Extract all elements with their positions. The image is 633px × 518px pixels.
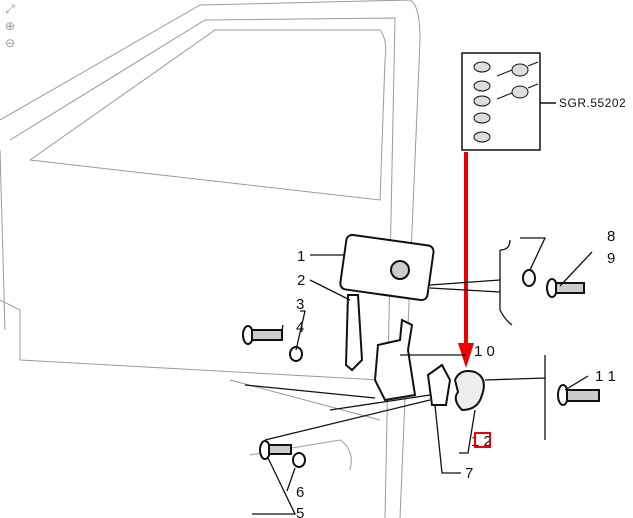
zoom-in-icon[interactable]: ⊕: [4, 19, 16, 33]
callout-2: 2: [297, 272, 305, 289]
callout-4: 4: [296, 319, 304, 336]
door-outline: [0, 0, 421, 518]
washer-6: [292, 452, 306, 468]
kit-reference-label: SGR.55202: [559, 96, 626, 110]
zoom-out-icon[interactable]: ⊖: [4, 36, 16, 50]
part-striker: [453, 370, 485, 412]
screw-9: [546, 278, 585, 298]
callout-10: 1 0: [474, 343, 495, 360]
callout-3: 3: [296, 296, 304, 313]
part-latch: [373, 318, 417, 402]
callout-8: 8: [607, 228, 615, 245]
part-lock-housing: [339, 233, 435, 302]
callout-6: 6: [296, 484, 304, 501]
screw-4: [242, 325, 283, 345]
washer-3: [289, 346, 303, 362]
viewer-toolbar: ⤢ ⊕ ⊖: [3, 2, 19, 53]
callout-9: 9: [607, 250, 615, 267]
kit-box: SGR.55202: [461, 52, 626, 151]
callout-12-highlight: [474, 432, 491, 448]
callout-labels: 1 2 3 4 5 6 7 8 9 1 0 1 1 1 2: [296, 228, 616, 518]
part-plate: [426, 363, 452, 406]
part-rod: [344, 294, 364, 372]
parts: [242, 233, 600, 468]
callout-1: 1: [297, 248, 305, 265]
screw-5: [259, 440, 292, 460]
washer-8: [522, 269, 536, 287]
fit-to-screen-icon[interactable]: ⤢: [5, 2, 15, 16]
callout-11: 1 1: [595, 368, 616, 385]
screw-11: [557, 384, 600, 406]
callout-5: 5: [296, 505, 304, 518]
leader-lines: [244, 237, 593, 515]
red-arrow: [458, 152, 474, 368]
callout-7: 7: [465, 465, 473, 482]
callout-12[interactable]: 1 2: [471, 433, 492, 450]
